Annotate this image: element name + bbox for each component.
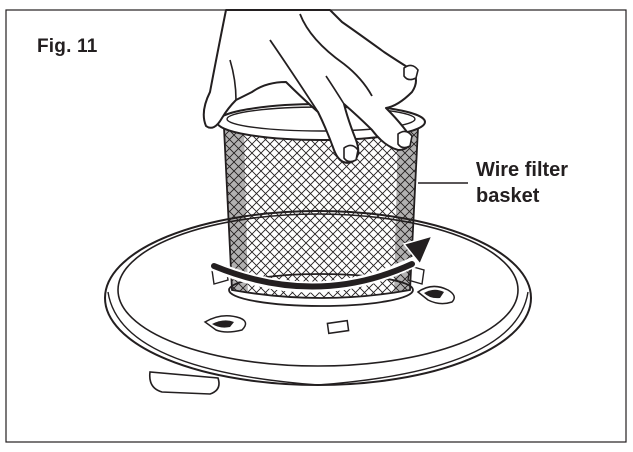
fingernail-3 — [403, 64, 419, 81]
basket-shading — [224, 128, 418, 296]
wire-filter-basket-callout: Wire filter basket — [476, 157, 568, 209]
lid-bottom-tab — [148, 371, 220, 395]
figure-label: Fig. 11 — [37, 36, 98, 57]
rotation-arrowhead — [402, 234, 434, 266]
callout-line-1: Wire filter — [476, 159, 569, 181]
hand-outline — [202, 9, 417, 164]
lid-clip-front — [326, 319, 350, 335]
finger-line-1 — [299, 13, 373, 97]
fingernail-1 — [343, 144, 359, 163]
fingernail-2 — [397, 130, 413, 149]
lid-rim-edge — [107, 291, 529, 386]
lid-clip-right-dark — [424, 289, 444, 299]
rotation-arrow-body — [211, 261, 415, 290]
callout-line-2: basket — [476, 185, 540, 207]
finger-line-2 — [269, 39, 319, 113]
basket-body — [223, 127, 419, 299]
finger-line-3 — [325, 75, 345, 105]
lid-clip-left-dark — [212, 320, 234, 328]
thumb-line — [229, 59, 237, 101]
